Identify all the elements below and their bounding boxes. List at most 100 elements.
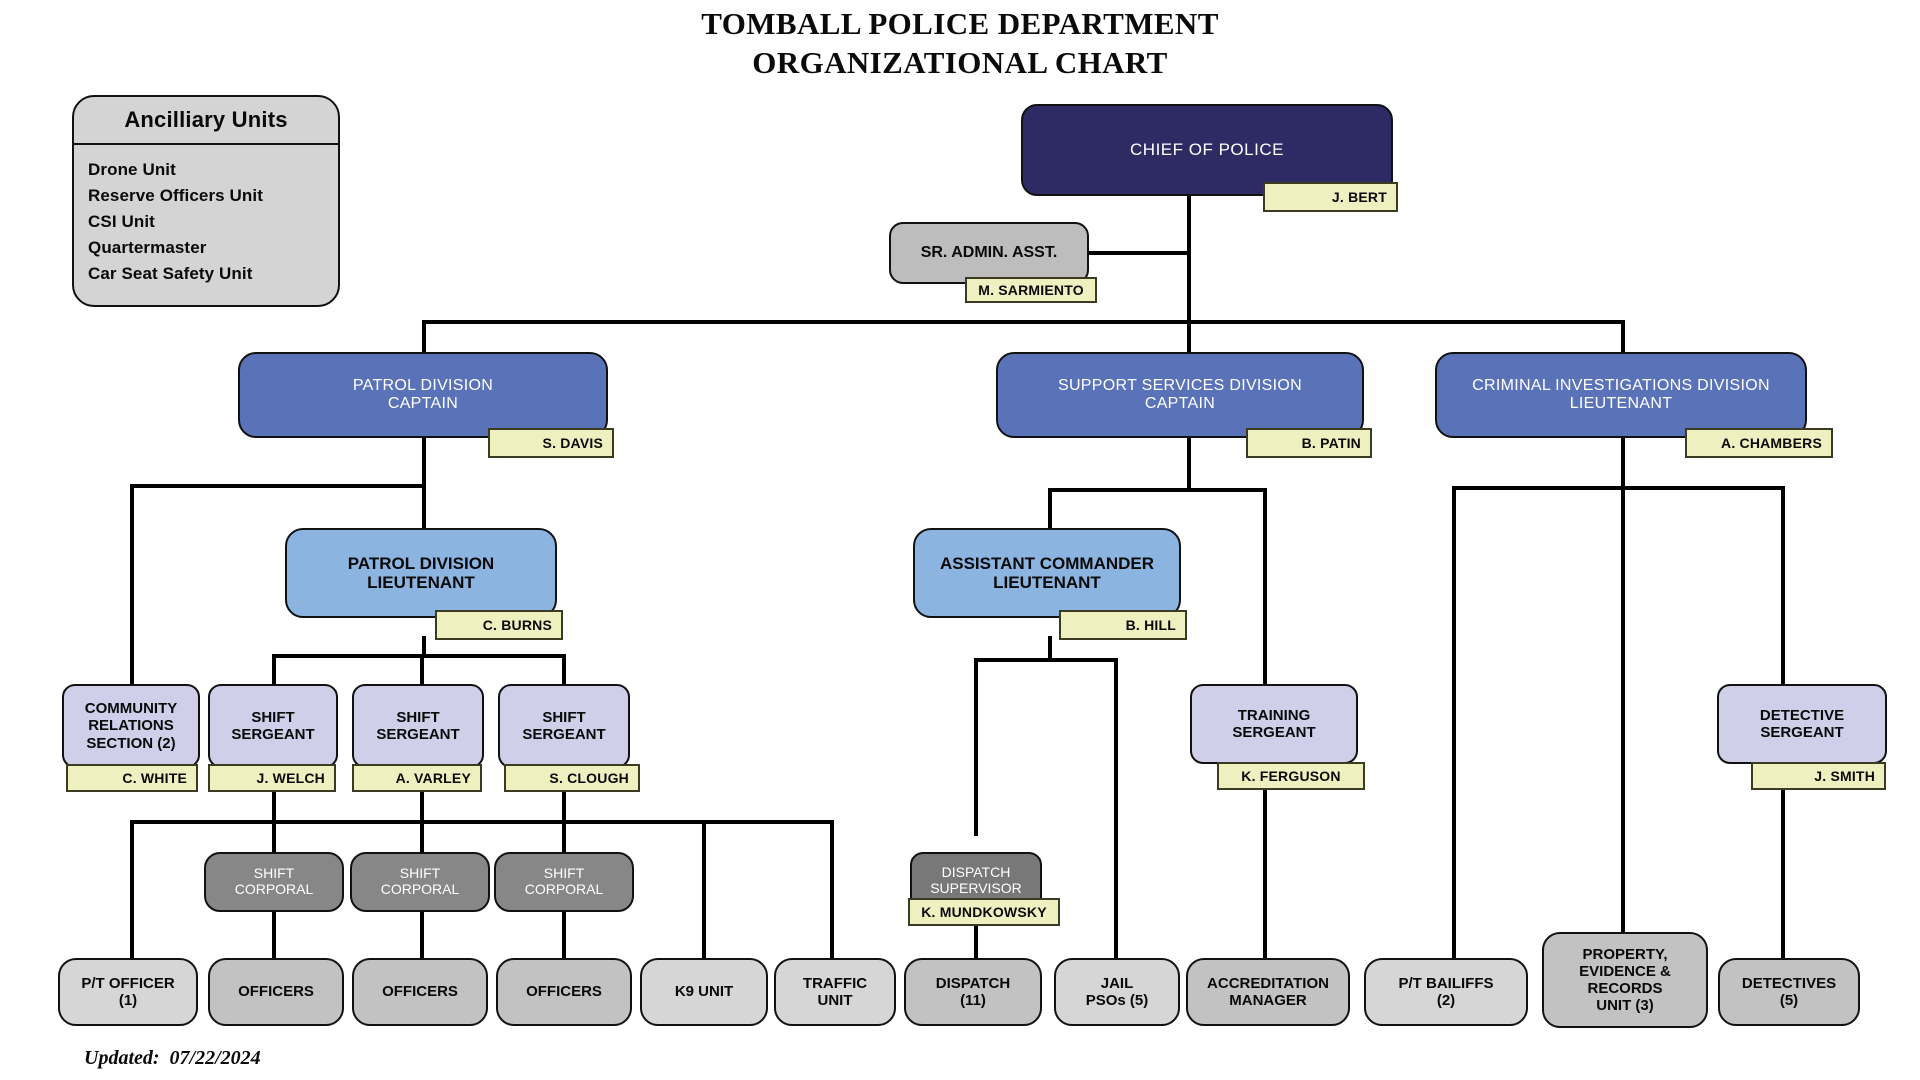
node-sr-admin-asst[interactable]: SR. ADMIN. ASST.	[889, 222, 1089, 284]
node-label-line-1: SUPPORT SERVICES DIVISION	[1057, 376, 1302, 394]
list-item: Quartermaster	[88, 238, 207, 257]
node-shift-sergeant-1[interactable]: SHIFT SERGEANT	[208, 684, 338, 768]
node-traffic-unit[interactable]: TRAFFIC UNIT	[774, 958, 896, 1026]
node-assistant-commander-lieutenant[interactable]: ASSISTANT COMMANDER LIEUTENANT	[913, 528, 1181, 618]
node-property-evidence-records-unit[interactable]: PROPERTY, EVIDENCE & RECORDS UNIT (3)	[1542, 932, 1708, 1028]
node-label-line-1: JAIL	[1100, 974, 1134, 992]
node-label-line-1: COMMUNITY	[84, 700, 178, 718]
node-label-line-2: (2)	[1436, 992, 1456, 1009]
connector-traffic-drop	[830, 820, 834, 958]
node-community-relations-section[interactable]: COMMUNITY RELATIONS SECTION (2)	[62, 684, 200, 768]
node-shift-corporal-1[interactable]: SHIFT CORPORAL	[204, 852, 344, 912]
connector-sgt3-to-bus	[562, 790, 566, 822]
list-item: Reserve Officers Unit	[88, 186, 264, 205]
node-label-line-1: TRAFFIC	[802, 974, 868, 992]
node-label-line-2: SERGEANT	[1232, 724, 1316, 741]
node-label-line-1: PATROL DIVISION	[352, 376, 494, 394]
node-label-line-1: P/T OFFICER	[81, 974, 175, 992]
node-label-line-2: (5)	[1779, 992, 1799, 1009]
node-shift-sergeant-2[interactable]: SHIFT SERGEANT	[352, 684, 484, 768]
connector-training-sgt-drop	[1263, 488, 1267, 684]
node-shift-corporal-2[interactable]: SHIFT CORPORAL	[350, 852, 490, 912]
node-support-services-division-captain[interactable]: SUPPORT SERVICES DIVISION CAPTAIN	[996, 352, 1364, 438]
node-jail-psos[interactable]: JAIL PSOs (5)	[1054, 958, 1180, 1026]
node-shift-sergeant-3[interactable]: SHIFT SERGEANT	[498, 684, 630, 768]
connector-patrol-division-vertical	[422, 352, 426, 540]
connector-shift-sergeant-2-drop	[420, 654, 424, 684]
node-officers-1[interactable]: OFFICERS	[208, 958, 344, 1026]
node-label-line-1: TRAINING	[1237, 706, 1311, 724]
node-criminal-investigations-division-lieutenant[interactable]: CRIMINAL INVESTIGATIONS DIVISION LIEUTEN…	[1435, 352, 1807, 438]
node-label-line-2: PSOs (5)	[1085, 992, 1149, 1009]
ancilliary-units-list: Drone Unit Reserve Officers Unit CSI Uni…	[74, 145, 338, 297]
connector-detective-sgt-to-detectives	[1781, 786, 1785, 958]
node-label: OFFICERS	[526, 983, 602, 1001]
nameplate-chief-of-police: J. BERT	[1263, 182, 1398, 212]
node-label-line-1: SHIFT	[251, 708, 295, 726]
node-label: OFFICERS	[382, 983, 458, 1001]
node-label-line-1: DETECTIVE	[1759, 706, 1845, 724]
node-label-line-1: SHIFT	[396, 708, 440, 726]
node-dispatch[interactable]: DISPATCH (11)	[904, 958, 1042, 1026]
node-label-line-1: SHIFT	[543, 865, 585, 882]
connector-detective-sgt-drop	[1781, 486, 1785, 684]
connector-corporal3-drop	[562, 820, 566, 852]
node-label-line-1: CRIMINAL INVESTIGATIONS DIVISION	[1472, 376, 1770, 394]
node-label-line-2: SERGEANT	[231, 726, 315, 743]
node-chief-of-police[interactable]: CHIEF OF POLICE	[1021, 104, 1393, 196]
node-detective-sergeant[interactable]: DETECTIVE SERGEANT	[1717, 684, 1887, 764]
connector-corporal1-drop	[272, 820, 276, 852]
node-officers-3[interactable]: OFFICERS	[496, 958, 632, 1026]
node-label: K9 UNIT	[674, 983, 734, 1001]
node-label-line-1: ASSISTANT COMMANDER	[939, 553, 1155, 573]
node-detectives[interactable]: DETECTIVES (5)	[1718, 958, 1860, 1026]
ancilliary-units-panel: Ancilliary Units Drone Unit Reserve Offi…	[72, 95, 340, 307]
node-label-line-2: CORPORAL	[524, 881, 604, 897]
node-patrol-division-lieutenant[interactable]: PATROL DIVISION LIEUTENANT	[285, 528, 557, 618]
connector-community-relations-drop	[130, 484, 134, 684]
connector-corporal2-drop	[420, 820, 424, 852]
node-training-sergeant[interactable]: TRAINING SERGEANT	[1190, 684, 1358, 764]
node-label-line-2: CAPTAIN	[387, 395, 459, 412]
connector-dispatch-jail-bus	[974, 658, 1118, 662]
node-k9-unit[interactable]: K9 UNIT	[640, 958, 768, 1026]
node-label-line-1: DISPATCH	[935, 974, 1011, 992]
nameplate-sr-admin-asst: M. SARMIENTO	[965, 277, 1097, 303]
connector-corporal2-to-officers	[420, 912, 424, 958]
node-label-line-2: LIEUTENANT	[367, 573, 475, 592]
node-accreditation-manager[interactable]: ACCREDITATION MANAGER	[1186, 958, 1350, 1026]
list-item: Car Seat Safety Unit	[88, 264, 253, 283]
node-label: SR. ADMIN. ASST.	[920, 243, 1058, 261]
node-pt-officer[interactable]: P/T OFFICER (1)	[58, 958, 198, 1026]
page-title-line-2: ORGANIZATIONAL CHART	[752, 45, 1168, 80]
nameplate-assistant-commander-lieutenant: B. HILL	[1059, 610, 1187, 640]
nameplate-community-relations-section: C. WHITE	[66, 764, 198, 792]
node-pt-bailiffs[interactable]: P/T BAILIFFS (2)	[1364, 958, 1528, 1026]
connector-division-bus	[422, 320, 1625, 324]
node-label-line-2: RELATIONS	[88, 717, 174, 735]
connector-assistant-commander-vertical	[1048, 636, 1052, 660]
nameplate-training-sergeant: K. FERGUSON	[1217, 762, 1365, 790]
node-label-line-1: PATROL DIVISION	[347, 553, 495, 573]
page-title-line-1: TOMBALL POLICE DEPARTMENT	[701, 6, 1219, 41]
page-title: TOMBALL POLICE DEPARTMENT ORGANIZATIONAL…	[0, 4, 1920, 82]
node-label-line-1: P/T BAILIFFS	[1398, 974, 1494, 992]
connector-pt-officer-drop	[130, 820, 134, 958]
connector-sgt2-to-bus	[420, 790, 424, 822]
connector-shift-sergeant-1-drop	[272, 654, 276, 684]
connector-cid-division-drop	[1621, 320, 1625, 352]
node-patrol-division-captain[interactable]: PATROL DIVISION CAPTAIN	[238, 352, 608, 438]
node-label-line-2: LIEUTENANT	[1569, 395, 1673, 412]
node-label-line-1: ACCREDITATION	[1207, 974, 1329, 992]
nameplate-dispatch-supervisor: K. MUNDKOWSKY	[908, 898, 1060, 926]
connector-support-division-to-bus	[1187, 456, 1191, 490]
node-officers-2[interactable]: OFFICERS	[352, 958, 488, 1026]
node-shift-corporal-3[interactable]: SHIFT CORPORAL	[494, 852, 634, 912]
nameplate-shift-sergeant-1: J. WELCH	[208, 764, 336, 792]
node-label-line-2: UNIT	[817, 992, 853, 1009]
node-label-line-2: CORPORAL	[380, 881, 460, 897]
node-label-line-2: CORPORAL	[234, 881, 314, 897]
connector-k9-drop	[702, 820, 706, 958]
nameplate-shift-sergeant-2: A. VARLEY	[352, 764, 482, 792]
